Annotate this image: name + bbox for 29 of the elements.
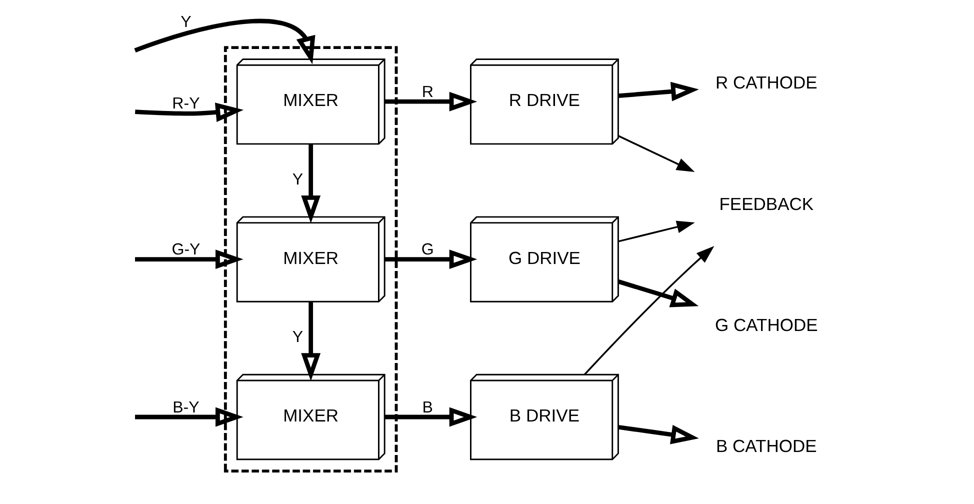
node-text: B CATHODE (716, 436, 817, 456)
arrow (301, 302, 321, 381)
node-text: R CATHODE (715, 72, 818, 93)
arrow (301, 144, 321, 224)
edge-label: Y (292, 328, 304, 346)
edge-label: R-Y (172, 94, 200, 113)
arrow (618, 220, 695, 242)
arrow (384, 407, 478, 427)
edge-label: B (422, 398, 434, 416)
arrow (384, 92, 478, 112)
node-text: G CATHODE (715, 314, 818, 335)
arrow (135, 250, 244, 270)
edge-label: Y (292, 170, 304, 189)
edge-label: B-Y (172, 398, 200, 416)
arrow (618, 424, 699, 444)
edge-label: Y (180, 12, 192, 31)
edge-label: G-Y (172, 240, 200, 259)
arrow (135, 407, 244, 427)
arrow (618, 135, 695, 172)
arrow (618, 82, 699, 102)
arrow (384, 250, 478, 270)
arrow (134, 19, 316, 64)
edge-label: R (422, 82, 434, 101)
cluster (224, 46, 398, 472)
node-text: FEEDBACK (719, 194, 814, 214)
arrow (135, 102, 244, 122)
arrow (584, 246, 714, 376)
arrow (618, 279, 699, 308)
edge-label: G (421, 240, 434, 259)
